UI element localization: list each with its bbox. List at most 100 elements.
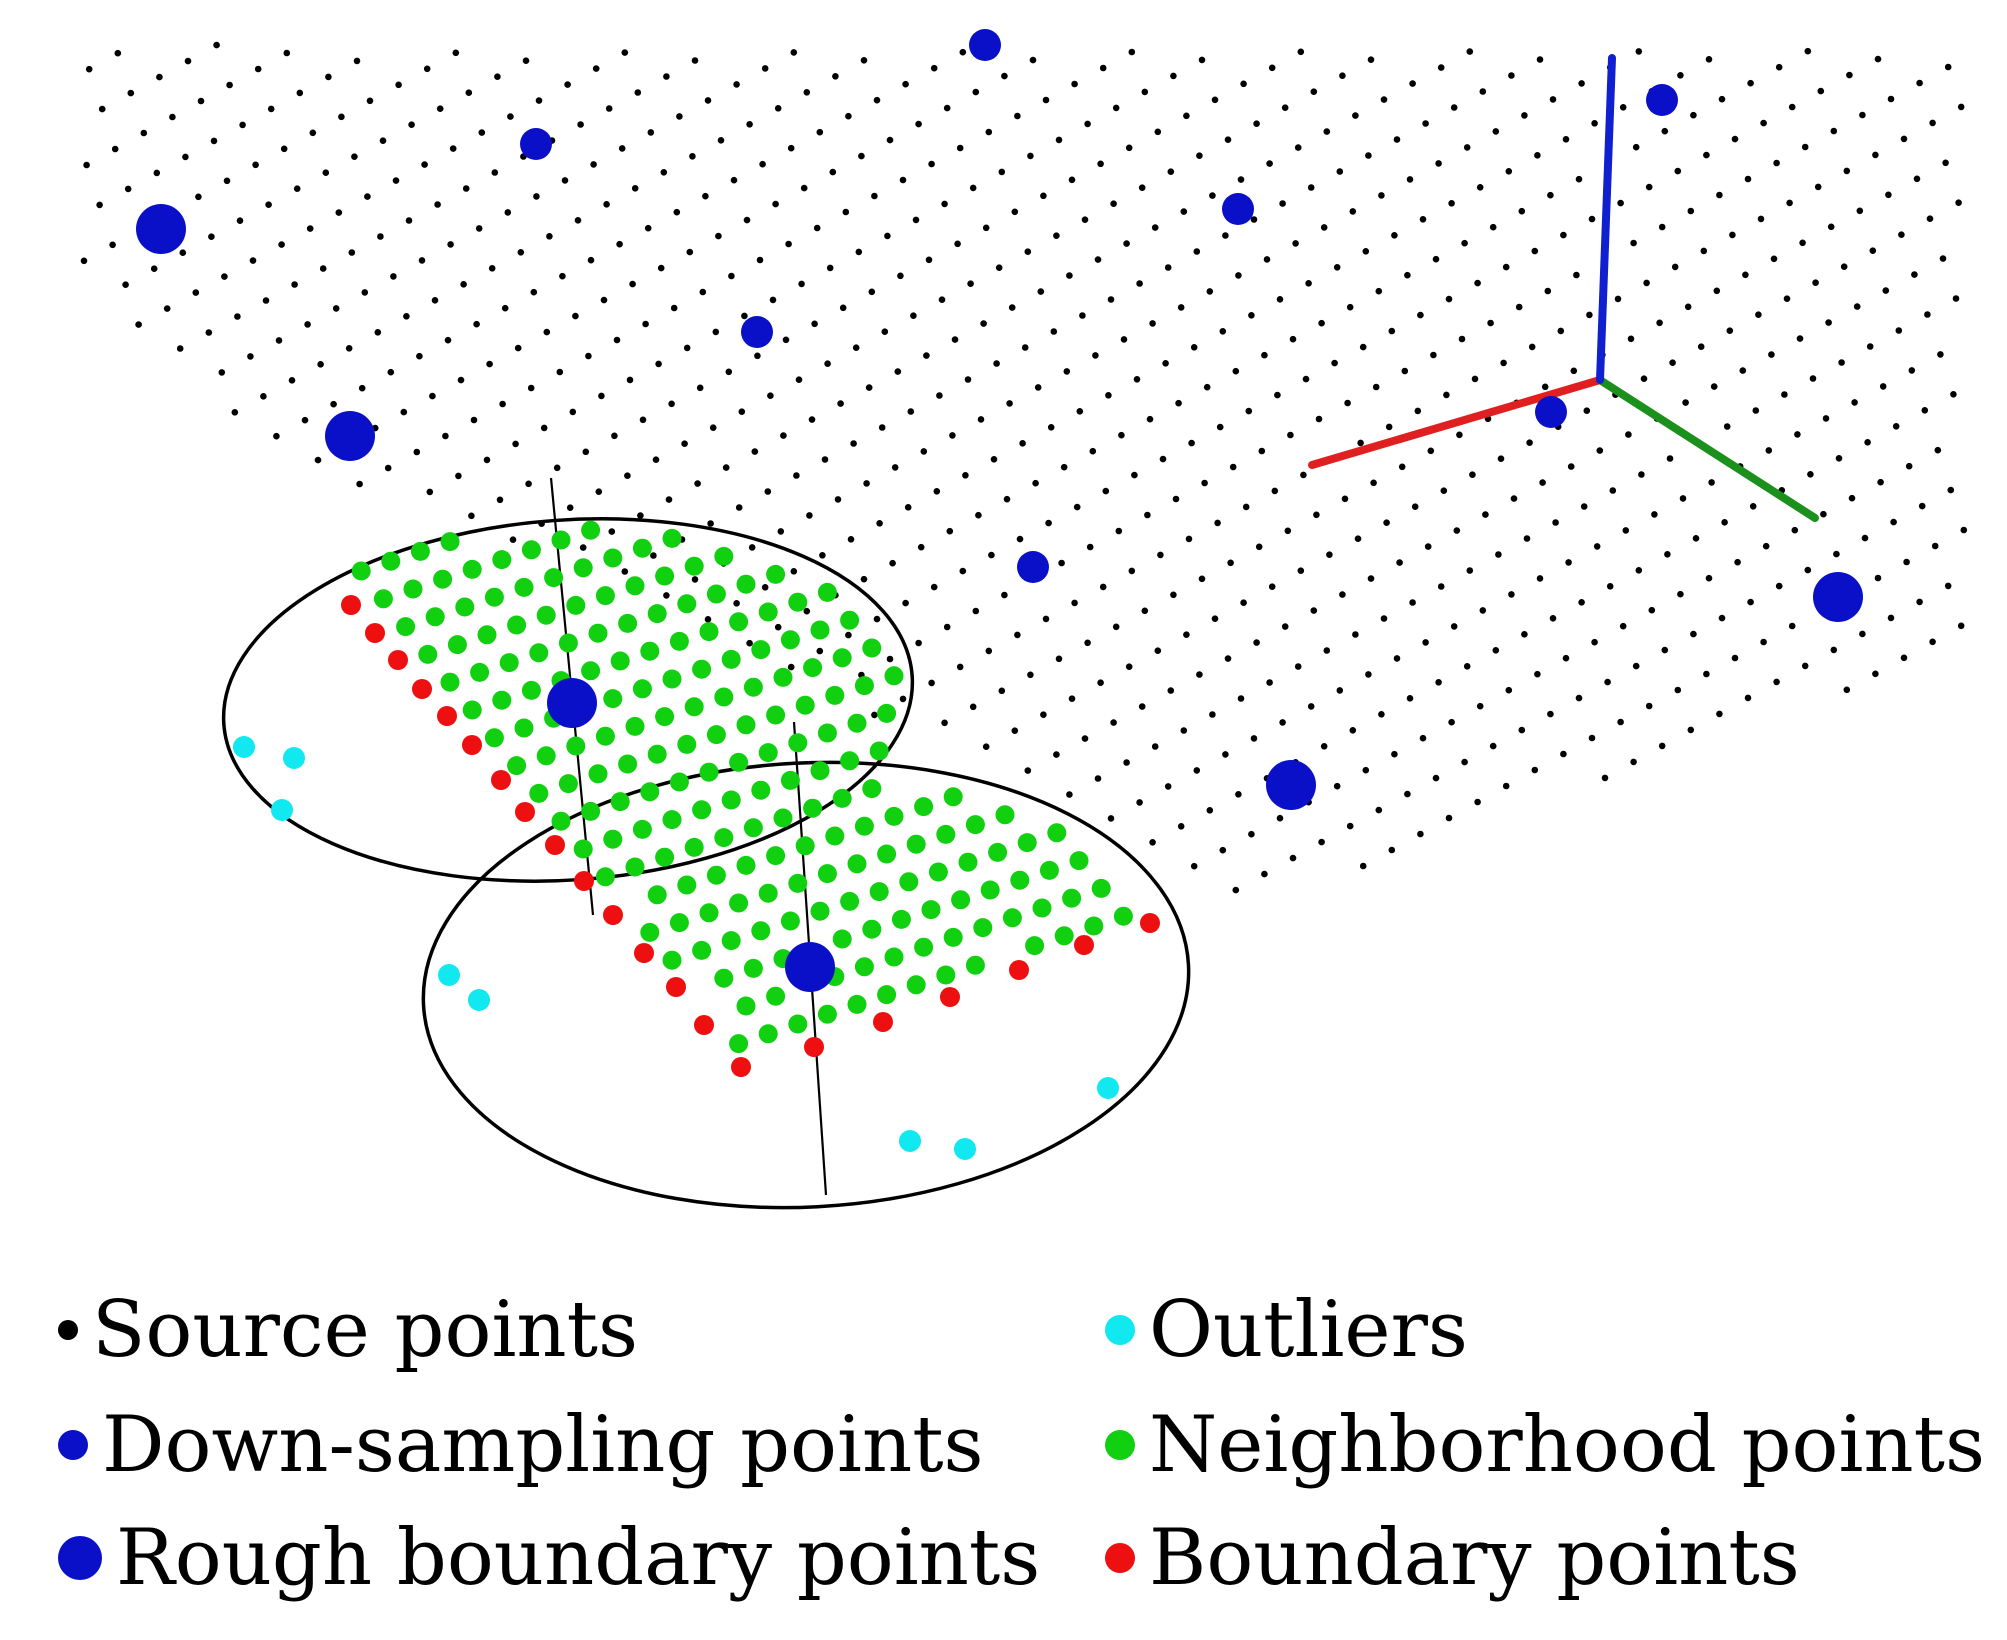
source-point [1367, 56, 1375, 63]
source-point [746, 121, 753, 128]
source-point [878, 424, 886, 431]
neighborhood-point [825, 685, 845, 705]
source-point [1726, 327, 1734, 335]
source-point [644, 224, 652, 232]
source-point [1570, 367, 1578, 375]
neighborhood-point [655, 707, 675, 727]
source-point [1677, 590, 1684, 598]
source-point [889, 559, 896, 567]
source-point [1261, 351, 1268, 359]
source-point [860, 57, 868, 64]
neighborhood-point [862, 779, 882, 799]
source-point [1547, 710, 1554, 718]
source-point [1955, 199, 1962, 206]
source-point [1255, 543, 1263, 551]
source-point [1240, 80, 1247, 88]
source-point [1313, 511, 1320, 519]
neighborhood-point [699, 762, 719, 782]
source-point [1359, 862, 1367, 870]
source-point [1560, 231, 1567, 239]
source-point [1601, 774, 1609, 782]
legend-marker-downsampling [58, 1430, 88, 1460]
source-point [1432, 774, 1440, 782]
source-point [1463, 144, 1471, 151]
source-point [938, 296, 946, 304]
outlier-point [233, 736, 255, 758]
source-point [1323, 647, 1331, 654]
neighborhood-point [714, 968, 734, 988]
source-point [899, 695, 907, 703]
source-point [907, 408, 915, 415]
source-point [923, 352, 930, 359]
source-point [122, 281, 129, 289]
source-point [1151, 743, 1159, 750]
outlier-point [1097, 1077, 1119, 1099]
neighborhood-point [862, 919, 882, 939]
source-point [663, 73, 670, 80]
source-point [1362, 248, 1370, 255]
outlier-point [438, 964, 460, 986]
source-point [1297, 567, 1305, 574]
source-point [1079, 312, 1086, 319]
source-point [1242, 503, 1250, 511]
source-point [1060, 463, 1068, 471]
source-point [1508, 72, 1515, 79]
source-point [652, 456, 660, 464]
source-point [977, 416, 985, 423]
source-point [1944, 582, 1952, 590]
source-point [1781, 391, 1788, 398]
source-point [1487, 319, 1494, 327]
source-point [1799, 239, 1806, 247]
neighborhood-point [795, 695, 815, 715]
source-point [1016, 535, 1024, 543]
source-point [1206, 288, 1214, 295]
source-point [156, 73, 163, 81]
source-point [1032, 479, 1039, 487]
source-point [668, 400, 675, 408]
source-point [1492, 128, 1500, 135]
source-point [1419, 734, 1427, 742]
source-point [1099, 64, 1107, 72]
source-point [1326, 551, 1333, 558]
axis-x-line [1308, 376, 1604, 469]
source-point [1229, 463, 1237, 471]
source-point [839, 304, 847, 312]
source-point [785, 240, 792, 248]
neighborhood-point [373, 589, 393, 609]
source-point [1105, 392, 1112, 399]
source-point [348, 249, 356, 256]
source-point [774, 623, 782, 631]
neighborhood-point [766, 986, 786, 1006]
source-point [1588, 734, 1596, 742]
source-point [1380, 96, 1388, 103]
source-point [871, 192, 878, 200]
neighborhood-point [647, 604, 667, 624]
source-point [111, 145, 119, 153]
neighborhood-point [884, 947, 904, 967]
source-point [1110, 719, 1117, 726]
source-point [1300, 471, 1307, 479]
legend-item-outlier: Outliers [1105, 1275, 1468, 1385]
source-point [530, 288, 538, 296]
source-point [795, 376, 803, 384]
source-point [1864, 439, 1871, 446]
neighborhood-point [640, 641, 660, 661]
source-point [1211, 96, 1219, 104]
neighborhood-point [817, 864, 837, 884]
source-point [1266, 679, 1273, 686]
source-point [819, 552, 826, 559]
source-point [707, 520, 714, 527]
neighborhood-point [921, 900, 941, 920]
source-point [1872, 151, 1879, 159]
source-point [1294, 663, 1302, 670]
source-point [790, 568, 798, 575]
source-point [1604, 678, 1611, 686]
neighborhood-point [351, 561, 371, 581]
rough-boundary-point [1813, 572, 1863, 622]
source-point [1222, 232, 1229, 239]
neighborhood-point [677, 875, 697, 895]
source-point [1768, 351, 1775, 358]
source-point [1053, 232, 1060, 239]
neighborhood-point [581, 801, 601, 821]
source-point [886, 655, 894, 663]
